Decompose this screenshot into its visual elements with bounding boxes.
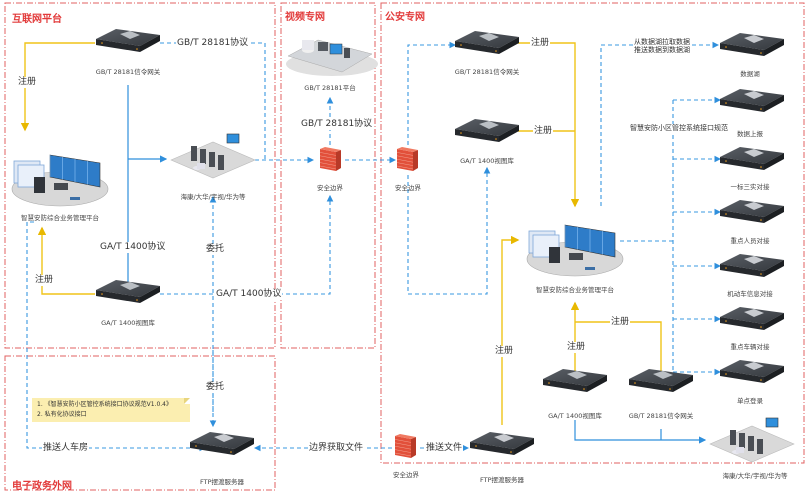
solid-flow-lines (127, 85, 707, 444)
register-line-inet-ga1400 (37, 226, 95, 295)
label-inet-platform: 智慧安防综合业务管理平台 (21, 214, 99, 222)
data-lake-icon (720, 33, 784, 56)
edge-label-ga1400-cross: GA/T 1400协议 (215, 289, 283, 300)
note-item-2: 2. 私有化协议接口 (37, 411, 87, 418)
edge-label-border-get-file: 边界获取文件 (308, 443, 365, 454)
police-firewall-bottom-icon (394, 434, 416, 458)
edge-label-register-5: 注册 (494, 346, 515, 357)
label-police-gb28181-gateway: GB/T 28181信令网关 (454, 68, 520, 76)
inet-ga1400-lib-icon (96, 280, 160, 303)
edge-label-data-lake-2: 推送数据到数据湖 (633, 46, 691, 54)
zone-label-egov: 电子政务外网 (12, 481, 72, 492)
inet-platform-icon (11, 154, 109, 207)
flow-police-fw-down (407, 166, 491, 295)
label-inet-vendors: 海康/大华/宇视/华为等 (180, 193, 246, 201)
edge-label-entrust-1: 委托 (205, 244, 226, 255)
zone-label-police: 公安专网 (385, 12, 425, 23)
register-line-inet-gateway (20, 42, 95, 132)
label-key-vehicles: 重点车辆对接 (730, 343, 770, 351)
flow-bottom-to-vendors (574, 420, 707, 444)
police-firewall-top-icon (396, 147, 418, 171)
edge-label-interface-spec: 智慧安防小区管控系统接口规范 (629, 124, 729, 132)
police-ga1400-lib-bottom-icon (543, 369, 607, 392)
sso-icon (720, 360, 784, 383)
note-fold-corner (184, 398, 190, 404)
label-data-report: 数据上报 (737, 130, 763, 138)
police-gb28181-gateway-bottom-icon (629, 369, 693, 392)
label-one-std-three-real: 一标三实对接 (730, 183, 770, 191)
zone-police-border (380, 2, 805, 464)
protocol-note: 1. 《智慧安防小区管控系统接口协议规范V1.0.4》 2. 私有化协议接口 (32, 398, 190, 422)
label-egov-ftp: FTP摆渡服务器 (199, 478, 245, 486)
register-lines (20, 42, 662, 425)
police-platform-icon (526, 224, 624, 277)
label-key-persons: 重点人员对接 (730, 237, 770, 245)
label-police-ftp: FTP摆渡服务器 (479, 476, 525, 484)
zone-label-video: 视频专网 (285, 12, 325, 23)
label-police-platform: 智慧安防综合业务管理平台 (536, 286, 614, 294)
edge-label-register-6: 注册 (566, 342, 587, 353)
edge-label-entrust-2: 委托 (205, 382, 226, 393)
edge-label-gb28181-video: GB/T 28181协议 (300, 119, 374, 130)
zone-video-border (280, 2, 376, 349)
video-gb28181-platform-icon (286, 39, 378, 76)
key-vehicles-icon (720, 307, 784, 330)
inet-gb28181-gateway-icon (96, 29, 160, 52)
register-line-police-gateway (518, 42, 580, 208)
edge-label-register-4: 注册 (533, 126, 554, 137)
label-inet-gb28181-gateway: GB/T 28181信令网关 (95, 68, 161, 76)
flow-platform-egov (26, 221, 207, 452)
edge-label-data-lake-1: 从数据湖拉取数据 (633, 38, 691, 46)
label-police-firewall-top: 安全边界 (395, 184, 421, 192)
edge-label-push-file: 推送文件 (425, 443, 464, 454)
zone-egov-border (4, 355, 276, 491)
label-vehicle-info: 机动车信息对接 (727, 290, 773, 298)
note-item-1: 1. 《智慧安防小区管控系统接口协议规范V1.0.4》 (37, 401, 173, 408)
key-persons-icon (720, 200, 784, 223)
video-firewall-icon (319, 147, 341, 171)
label-police-gb28181-gateway-bottom: GB/T 28181信令网关 (628, 412, 694, 420)
label-inet-ga1400-lib: GA/T 1400视图库 (101, 319, 155, 327)
label-police-ga1400-lib-bottom: GA/T 1400视图库 (548, 412, 602, 420)
edge-label-push-garage: 推送人车房 (42, 443, 90, 454)
label-police-ga1400-lib: GA/T 1400视图库 (460, 157, 514, 165)
edge-label-register-3: 注册 (530, 38, 551, 49)
edge-label-ga1400-inet: GA/T 1400协议 (99, 242, 167, 253)
label-data-lake: 数据湖 (740, 70, 760, 78)
zone-borders (4, 2, 805, 491)
police-gb28181-gateway-icon (455, 31, 519, 54)
edge-label-gb28181-inet: GB/T 28181协议 (176, 38, 250, 49)
register-line-police-ftp (501, 235, 520, 425)
register-line-bottom-gateway (575, 321, 662, 372)
label-sso: 单点登录 (737, 397, 763, 405)
label-police-firewall-bottom: 安全边界 (393, 471, 419, 479)
devices (11, 29, 795, 463)
police-vendors-icon (709, 417, 795, 463)
vehicle-info-icon (720, 254, 784, 277)
edge-label-register-7: 注册 (610, 317, 631, 328)
police-ftp-icon (470, 432, 534, 455)
label-police-vendors: 海康/大华/宇视/华为等 (722, 472, 788, 480)
label-video-gb28181-platform: GB/T 28181平台 (304, 84, 356, 92)
data-report-icon (720, 89, 784, 112)
edge-label-register-2: 注册 (34, 275, 55, 286)
edge-label-register-1: 注册 (17, 77, 38, 88)
flow-ga1400-inet (160, 194, 334, 295)
inet-vendors-icon (170, 133, 256, 179)
label-video-firewall: 安全边界 (317, 184, 343, 192)
police-ga1400-lib-icon (455, 119, 519, 142)
egov-ftp-icon (190, 432, 254, 455)
zone-internet-border (4, 2, 276, 349)
flow-police-fw-to-gateway (407, 41, 457, 145)
one-std-three-real-icon (720, 147, 784, 170)
zone-label-internet: 互联网平台 (12, 14, 62, 25)
